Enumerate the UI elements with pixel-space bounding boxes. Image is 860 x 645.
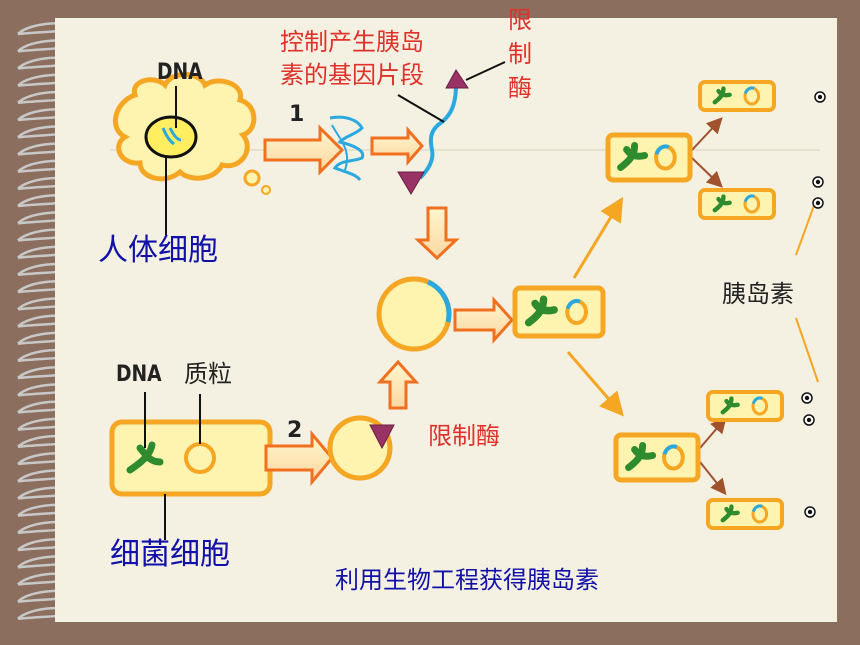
restriction-enzyme-top-pointer [465,61,506,81]
arrow-step2 [264,429,334,487]
restriction-enzyme-plasmid-marker [369,424,395,450]
gene-fragment-label-line1: 控制产生胰岛 [280,28,424,56]
arrow-step1 [263,124,345,176]
arrow-branch-up [572,196,624,279]
dna-strand-extracted [329,115,365,181]
restriction-enzyme-bottom-label: 限制酶 [428,422,500,450]
chromosome [617,142,649,171]
caption: 利用生物工程获得胰岛素 [335,566,599,594]
bacterium-offspring-2 [698,188,776,220]
insulin-connector-down [795,317,819,383]
bacterium-offspring-1 [698,80,776,112]
insulin-gene-in-cell [743,194,755,203]
restriction-enzyme-top-marker [445,69,469,89]
insulin-gene-in-cell [654,144,670,155]
human-cell-label: 人体细胞 [98,233,218,268]
insulin-gene-in-cell [751,396,763,405]
bacterial-cell-label: 细菌细胞 [110,537,230,572]
insulin-label: 胰岛素 [722,280,794,308]
insulin-molecule-core [815,200,821,206]
step1-label: 1 [289,102,305,127]
restriction-enzyme-top-char1: 限 [508,6,532,34]
dna-top-label: DNA [157,60,203,85]
chromosome [524,295,558,327]
insulin-molecule-core [817,94,823,100]
insulin-molecule-core [804,395,810,401]
insulin-molecule-core [815,179,821,185]
chromosome [720,504,740,523]
restriction-enzyme-gene-marker [397,171,425,195]
inserted-gene [426,279,452,323]
plasmid-in-cell [184,442,216,474]
bacterial-chromosome [126,441,164,474]
gene-fragment [418,87,458,180]
gene-fragment-label-line2: 素的基因片段 [280,61,424,89]
arrow-branch-down [566,351,624,417]
arrow-up [376,359,420,410]
insulin-connector-up [795,199,817,256]
bacterium-division-bottom [613,432,701,483]
insulin-molecule-core [807,509,813,515]
bacterium-offspring-4 [706,498,784,530]
step2-label: 2 [287,418,303,443]
chromosome [625,442,657,471]
chromosome [712,86,732,105]
dna-bottom-label: DNA [116,362,162,387]
insulin-gene-in-cell [743,86,755,95]
insulin-gene-in-cell [751,504,763,513]
insulin-molecule-core [806,417,812,423]
insulin-gene-in-cell [565,298,581,310]
restriction-enzyme-top-char2: 制 [508,40,532,68]
insulin-gene-in-cell [662,444,678,455]
arrow-cut [370,126,424,166]
chromosome [720,396,740,415]
arrow-transform [453,296,515,344]
arrow-down [414,206,460,261]
plasmid-label: 质粒 [184,360,232,388]
bacterium-division-top [605,132,693,183]
restriction-enzyme-top-char3: 酶 [508,74,532,102]
nucleus [144,115,198,159]
bacterium-offspring-3 [706,390,784,422]
chromosome [712,194,732,213]
transformed-bacterium [512,285,606,339]
gene-fragment-pointer [397,94,445,123]
